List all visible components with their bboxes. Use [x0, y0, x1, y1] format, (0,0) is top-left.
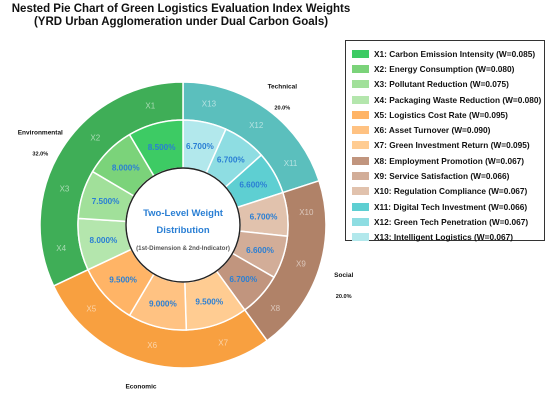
chart-title-line1: Nested Pie Chart of Green Logistics Eval… [11, 3, 351, 15]
legend-swatch [352, 202, 369, 211]
legend-item-x8: X8: Employment Promotion (W=0.067) [352, 153, 544, 168]
outer-percent-social: 20.0% [336, 294, 352, 300]
legend-item-x4: X4: Packaging Waste Reduction (W=0.080) [352, 92, 544, 107]
legend-item-x10: X10: Regulation Compliance (W=0.067) [352, 184, 544, 199]
legend-label: X9: Service Satisfaction (W=0.066) [374, 171, 510, 182]
legend-swatch [352, 49, 369, 58]
percent-label-x6: 9.000% [149, 299, 177, 308]
legend-label: X13: Intelligent Logistics (W=0.067) [374, 232, 514, 243]
code-label-x11: X11 [284, 159, 298, 168]
legend-item-x5: X5: Logistics Cost Rate (W=0.095) [352, 107, 544, 122]
outer-label-technical: Technical [268, 83, 298, 90]
legend-swatch [352, 217, 369, 226]
legend-label: X11: Digital Tech Investment (W=0.066) [374, 201, 528, 212]
code-label-x7: X7 [218, 338, 228, 347]
code-label-x5: X5 [86, 304, 96, 313]
legend-label: X4: Packaging Waste Reduction (W=0.080) [374, 94, 542, 105]
percent-label-x10: 6.700% [250, 213, 278, 222]
code-label-x2: X2 [90, 133, 100, 142]
legend-label: X10: Regulation Compliance (W=0.067) [374, 186, 528, 197]
percent-label-x3: 7.500% [92, 197, 120, 206]
percent-label-x11: 6.600% [239, 181, 267, 190]
legend-item-x2: X2: Energy Consumption (W=0.080) [352, 61, 544, 76]
outer-label-economic: Economic [125, 384, 156, 391]
legend-label: X2: Energy Consumption (W=0.080) [374, 63, 515, 74]
legend-item-x1: X1: Carbon Emission Intensity (W=0.085) [352, 46, 544, 61]
percent-label-x2: 8.000% [112, 164, 140, 173]
legend-label: X7: Green Investment Return (W=0.095) [374, 140, 530, 151]
outer-percent-technical: 20.0% [274, 105, 290, 111]
code-label-x8: X8 [270, 304, 280, 313]
percent-label-x12: 6.700% [217, 156, 245, 165]
legend-item-x13: X13: Intelligent Logistics (W=0.067) [352, 230, 544, 245]
legend-swatch [352, 95, 369, 104]
code-label-x4: X4 [56, 244, 66, 253]
legend-swatch [352, 80, 369, 89]
legend-swatch [352, 141, 369, 150]
percent-label-x4: 8.000% [90, 236, 118, 245]
inner-ring [77, 119, 289, 331]
legend-label: X5: Logistics Cost Rate (W=0.095) [374, 109, 508, 120]
legend-label: X12: Green Tech Penetration (W=0.067) [374, 216, 529, 227]
legend-swatch [352, 233, 369, 242]
legend-item-x12: X12: Green Tech Penetration (W=0.067) [352, 214, 544, 229]
outer-label-social: Social [334, 272, 353, 279]
outer-percent-environmental: 32.0% [32, 151, 48, 157]
labels: Technical20.0%Social20.0%Economic28.0%En… [18, 83, 354, 391]
legend-swatch [352, 172, 369, 181]
chart-title: Nested Pie Chart of Green Logistics Eval… [0, 3, 362, 29]
legend-label: X1: Carbon Emission Intensity (W=0.085) [374, 48, 536, 59]
percent-label-x8: 6.700% [229, 275, 257, 284]
legend-label: X6: Asset Turnover (W=0.090) [374, 125, 491, 136]
code-label-x1: X1 [145, 101, 155, 110]
legend: X1: Carbon Emission Intensity (W=0.085) X… [345, 40, 545, 242]
code-label-x10: X10 [299, 208, 314, 217]
outer-label-environmental: Environmental [18, 129, 63, 136]
percent-label-x13: 6.700% [186, 142, 214, 151]
percent-label-x9: 6.600% [246, 246, 274, 255]
percent-label-x1: 8.500% [148, 143, 176, 152]
legend-label: X8: Employment Promotion (W=0.067) [374, 155, 525, 166]
code-label-x13: X13 [202, 100, 217, 109]
percent-label-x5: 9.500% [109, 276, 137, 285]
legend-swatch [352, 64, 369, 73]
legend-swatch [352, 110, 369, 119]
percent-label-x7: 9.500% [195, 298, 223, 307]
center-label-line1: Two-Level Weight [143, 208, 224, 219]
legend-label: X3: Pollutant Reduction (W=0.075) [374, 79, 509, 90]
code-label-x12: X12 [249, 121, 264, 130]
legend-item-x7: X7: Green Investment Return (W=0.095) [352, 138, 544, 153]
legend-swatch [352, 156, 369, 165]
center-label-line2: Distribution [156, 225, 209, 236]
legend-swatch [352, 126, 369, 135]
code-label-x9: X9 [296, 259, 306, 268]
legend-swatch [352, 187, 369, 196]
legend-item-x11: X11: Digital Tech Investment (W=0.066) [352, 199, 544, 214]
legend-item-x3: X3: Pollutant Reduction (W=0.075) [352, 77, 544, 92]
code-label-x6: X6 [147, 341, 157, 350]
center-label-line3: (1st-Dimension & 2nd-Indicator) [136, 245, 230, 252]
legend-item-x6: X6: Asset Turnover (W=0.090) [352, 122, 544, 137]
center-hole [125, 167, 241, 283]
legend-item-x9: X9: Service Satisfaction (W=0.066) [352, 168, 544, 183]
code-label-x3: X3 [60, 185, 70, 194]
chart-title-line2: (YRD Urban Agglomeration under Dual Carb… [33, 16, 329, 28]
